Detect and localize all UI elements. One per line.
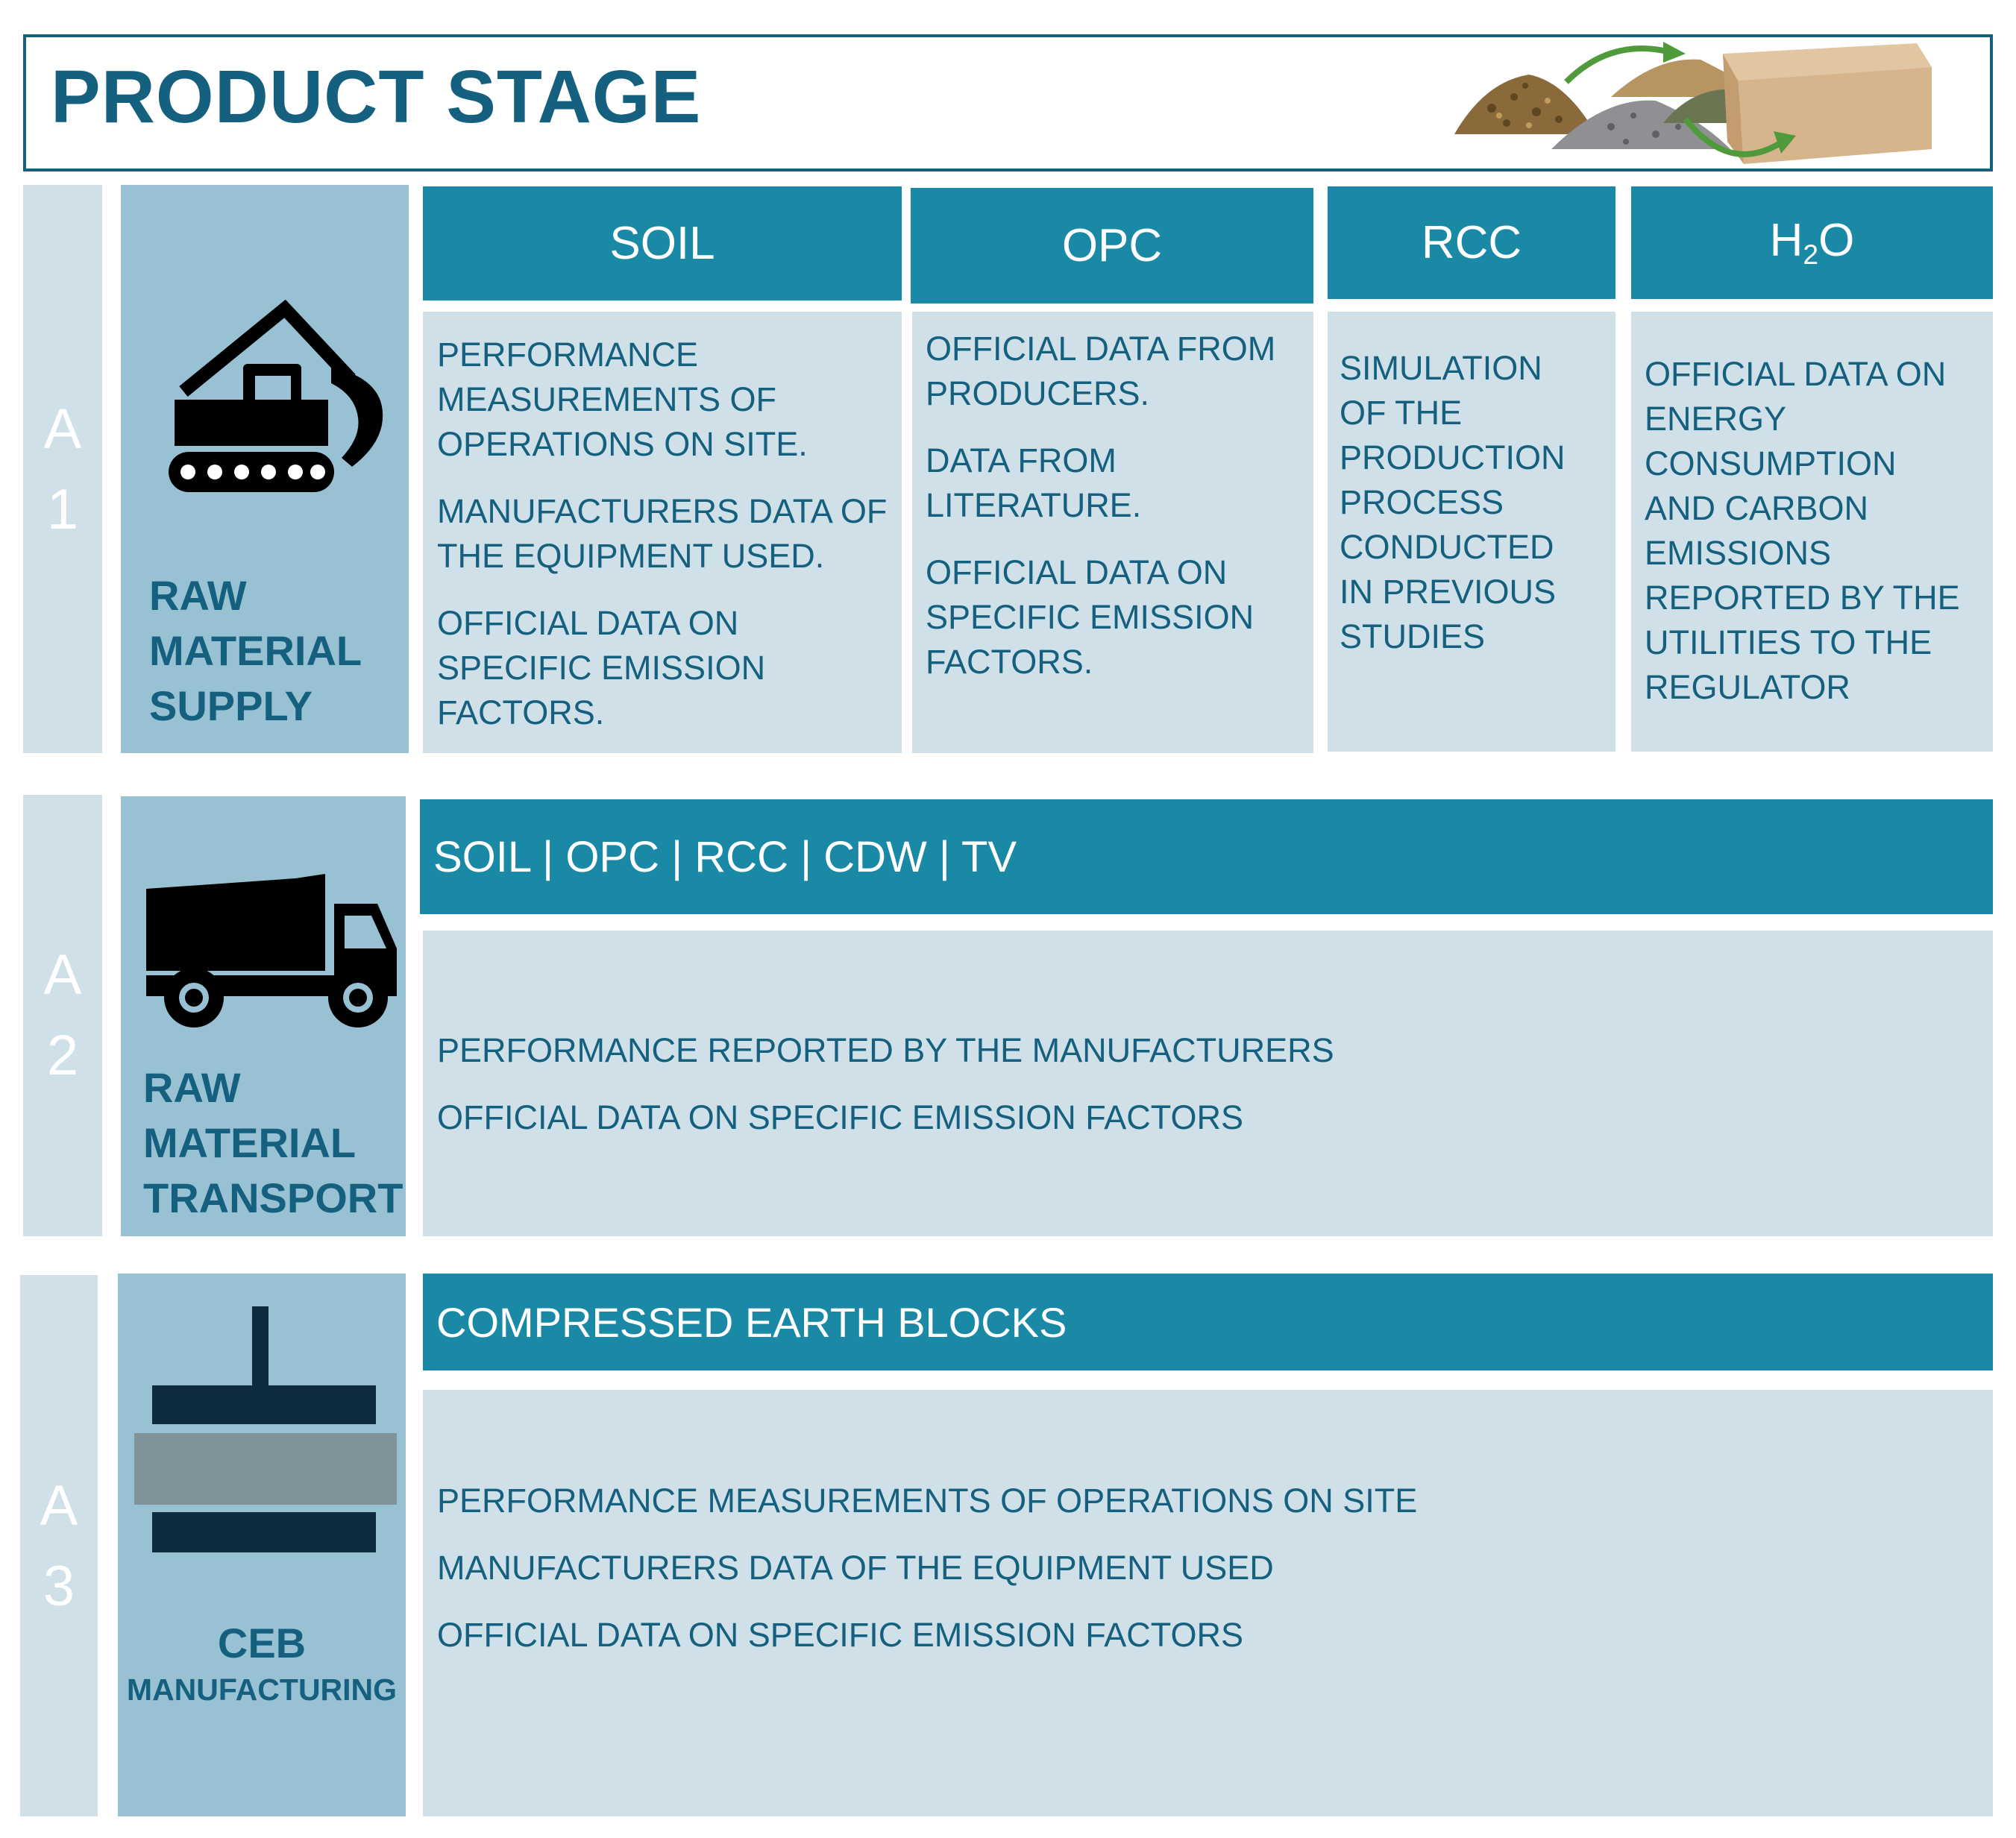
excavator-icon xyxy=(169,299,383,492)
header-label: SOIL | OPC | RCC | CDW | TV xyxy=(433,832,1017,881)
stage-label-a3: CEB MANUFACTURING xyxy=(118,1623,406,1705)
column-header-label: RCC xyxy=(1421,217,1522,268)
stage-code-a2: A 2 xyxy=(24,935,101,1096)
stage-label-a2: RAW MATERIAL TRANSPORT xyxy=(143,1060,403,1226)
text-line: OFFICIAL DATA ON SPECIFIC EMISSION FACTO… xyxy=(437,1616,1243,1654)
h2o-subscript: 2 xyxy=(1803,239,1819,271)
stage-code-a1: A 1 xyxy=(24,389,101,550)
stage-code-letter: A xyxy=(43,943,82,1007)
column-header-soil: SOIL xyxy=(423,186,902,300)
text-a3: PERFORMANCE MEASUREMENTS OF OPERATIONS O… xyxy=(437,1479,1417,1658)
stage-code-number: 1 xyxy=(46,478,79,541)
text-line: PERFORMANCE REPORTED BY THE MANUFACTURER… xyxy=(437,1031,1334,1069)
content-box-opc xyxy=(912,312,1313,753)
block-press-icon xyxy=(134,1306,397,1552)
column-header-label: OPC xyxy=(1061,220,1163,271)
h2o-main: H xyxy=(1769,215,1803,267)
text-line: MANUFACTURERS DATA OF THE EQUIPMENT USED xyxy=(437,1549,1274,1587)
text-a2: PERFORMANCE REPORTED BY THE MANUFACTURER… xyxy=(437,1028,1334,1140)
h2o-tail: O xyxy=(1818,215,1855,267)
column-header-opc: OPC xyxy=(911,188,1313,303)
stage-label-line: MANUFACTURING xyxy=(126,1672,398,1707)
page-title: PRODUCT STAGE xyxy=(51,55,702,139)
stage-bar-a3 xyxy=(20,1275,98,1816)
stage-code-number: 2 xyxy=(46,1024,79,1087)
header-transport-materials: SOIL | OPC | RCC | CDW | TV xyxy=(420,799,1993,914)
column-header-h2o: H2O xyxy=(1631,186,1993,299)
content-box-soil xyxy=(423,312,902,753)
stage-code-a3: A 3 xyxy=(20,1466,98,1627)
stage-code-letter: A xyxy=(40,1474,78,1538)
stage-code-number: 3 xyxy=(43,1555,75,1618)
column-header-label: SOIL xyxy=(609,218,715,269)
content-box-h2o xyxy=(1631,312,1993,752)
column-header-rcc: RCC xyxy=(1328,186,1615,299)
stage-label-line: TRANSPORT xyxy=(143,1174,403,1221)
dump-truck-icon xyxy=(146,874,397,1027)
header-label: COMPRESSED EARTH BLOCKS xyxy=(436,1298,1067,1346)
stage-label-line: SUPPLY xyxy=(149,682,313,729)
stage-label-line: RAW xyxy=(149,572,247,619)
text-line: OFFICIAL DATA ON SPECIFIC EMISSION FACTO… xyxy=(437,1098,1243,1136)
stage-label-line: RAW xyxy=(143,1064,241,1111)
content-box-a3 xyxy=(423,1390,1993,1816)
stage-code-letter: A xyxy=(43,397,82,461)
content-box-rcc xyxy=(1328,312,1615,752)
content-box-a2 xyxy=(423,931,1993,1236)
stage-label-a1: RAW MATERIAL SUPPLY xyxy=(149,568,362,734)
header-compressed-earth-blocks: COMPRESSED EARTH BLOCKS xyxy=(423,1274,1993,1370)
stage-label-line: MATERIAL xyxy=(149,627,362,674)
stage-label-line: CEB xyxy=(217,1620,307,1667)
column-header-label: H2O xyxy=(1770,214,1855,271)
raw-materials-to-brick-icon xyxy=(1454,42,1932,164)
stage-bar-a1 xyxy=(23,185,102,753)
text-line: PERFORMANCE MEASUREMENTS OF OPERATIONS O… xyxy=(437,1482,1418,1520)
stage-label-line: MATERIAL xyxy=(143,1119,357,1166)
stage-bar-a2 xyxy=(23,795,102,1236)
